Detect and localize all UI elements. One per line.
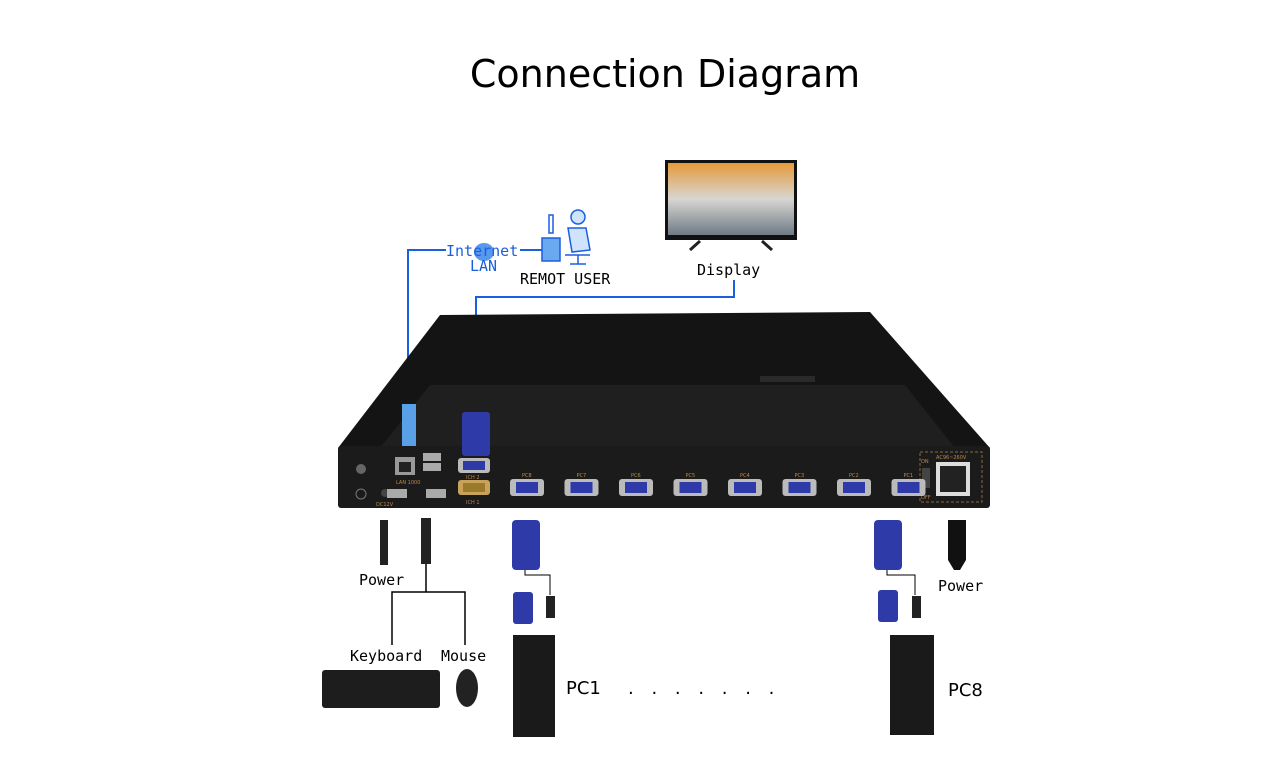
display-label: Display xyxy=(697,261,760,279)
port-label: PC7 xyxy=(577,473,587,479)
display-vga-plug xyxy=(462,412,490,456)
vga-port-inner xyxy=(679,482,702,493)
power-label-left: Power xyxy=(359,571,404,589)
port-label: PC5 xyxy=(686,473,696,479)
pc1-label: PC1 xyxy=(566,678,601,699)
vga-port-inner xyxy=(843,482,865,493)
internet-label: Internet xyxy=(446,242,518,260)
vga-port-inner xyxy=(570,482,593,493)
kvm-device: LAN 1000 ICH 2 ICH 1 DC12V AC96~260V ON … xyxy=(338,312,990,508)
vga-port-inner xyxy=(734,482,756,493)
mouse-image xyxy=(456,669,478,707)
usb-plug xyxy=(421,518,431,564)
lan-cable-plug xyxy=(402,404,416,446)
keyboard-label: Keyboard xyxy=(350,647,422,665)
dc-port-label: DC12V xyxy=(376,502,394,508)
port-label: PC2 xyxy=(849,473,859,479)
kb-mouse-split-line xyxy=(391,564,466,645)
port-label: PC1 xyxy=(904,473,914,479)
display-monitor xyxy=(665,160,797,252)
on-label: ON xyxy=(921,459,929,465)
lan-link-line xyxy=(407,249,542,410)
internet-globe-icon xyxy=(474,243,494,261)
port-label: PC4 xyxy=(740,473,750,479)
ellipsis-label: . . . . . . . xyxy=(628,678,780,699)
dc-power-plug xyxy=(380,520,388,565)
pc8-tower xyxy=(890,635,934,735)
page-title: Connection Diagram xyxy=(469,52,861,96)
port-label: PC8 xyxy=(522,473,532,479)
pc8-label: PC8 xyxy=(948,680,983,701)
mouse-label: Mouse xyxy=(441,647,486,665)
vga-port-inner xyxy=(625,482,647,493)
pc1-cable xyxy=(512,520,555,737)
ich1-port-label: ICH 1 xyxy=(466,500,480,506)
pc1-tower xyxy=(513,635,555,737)
power-label-right: Power xyxy=(938,577,983,595)
port-label: PC3 xyxy=(795,473,805,479)
vga-port-inner xyxy=(516,482,538,493)
port-label: PC6 xyxy=(631,473,641,479)
remote-user-label: REMOT USER xyxy=(520,270,611,288)
vga-port-inner xyxy=(897,482,920,493)
remote-user-icon xyxy=(541,209,591,265)
lan-port-label: LAN 1000 xyxy=(396,480,420,486)
lan-label: LAN xyxy=(470,257,497,275)
pc8-cable xyxy=(874,520,934,735)
off-label: OFF xyxy=(921,495,931,501)
ac-label: AC96~260V xyxy=(936,455,967,461)
keyboard-image xyxy=(322,670,440,708)
ac-power-plug xyxy=(948,520,966,570)
vga-port-inner xyxy=(788,482,811,493)
ich2-port-label: ICH 2 xyxy=(466,475,480,481)
